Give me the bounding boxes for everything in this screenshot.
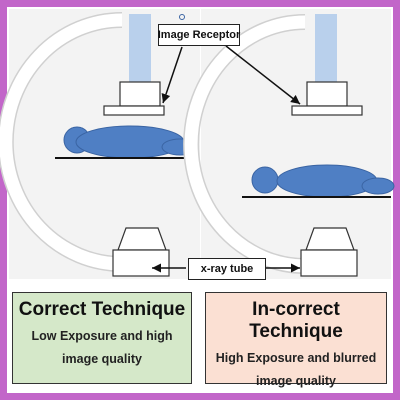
right-c-arm-inner [184, 15, 306, 273]
left-xray-tube-top [117, 227, 167, 251]
left-panel [0, 9, 200, 279]
right-patient-legs [361, 177, 395, 195]
correct-technique-description: Low Exposure and high image quality [31, 329, 173, 366]
receptor-arrow-right [225, 45, 301, 105]
right-receptor-housing [306, 81, 348, 107]
incorrect-technique-description: High Exposure and blurred image quality [215, 351, 377, 388]
left-receptor-beam [129, 14, 151, 82]
incorrect-technique-title: In-correct Technique [249, 299, 343, 342]
receptor-arrow-left [161, 46, 183, 104]
incorrect-technique-box: In-correct Technique High Exposure and b… [205, 292, 387, 388]
image-receptor-label-text: Image Receptor [157, 29, 241, 41]
left-image-receptor [103, 105, 165, 116]
correct-technique-box: Correct Technique Low Exposure and high … [12, 292, 192, 384]
left-receptor-housing [119, 81, 161, 107]
correct-technique-title: Correct Technique [18, 299, 186, 320]
right-xray-tube-top [305, 227, 355, 251]
right-panel [183, 9, 395, 279]
left-c-arm-inner [0, 13, 123, 271]
anchor-icon [179, 14, 185, 20]
image-receptor-label: Image Receptor [158, 24, 240, 46]
xray-tube-label: x-ray tube [188, 258, 266, 280]
right-image-receptor [291, 105, 363, 116]
xray-tube-label-text: x-ray tube [200, 263, 254, 275]
right-receptor-beam [315, 14, 337, 82]
left-xray-tube [112, 249, 170, 277]
right-patient-body [276, 164, 378, 198]
right-patient-head [251, 166, 279, 194]
right-xray-tube [300, 249, 358, 277]
